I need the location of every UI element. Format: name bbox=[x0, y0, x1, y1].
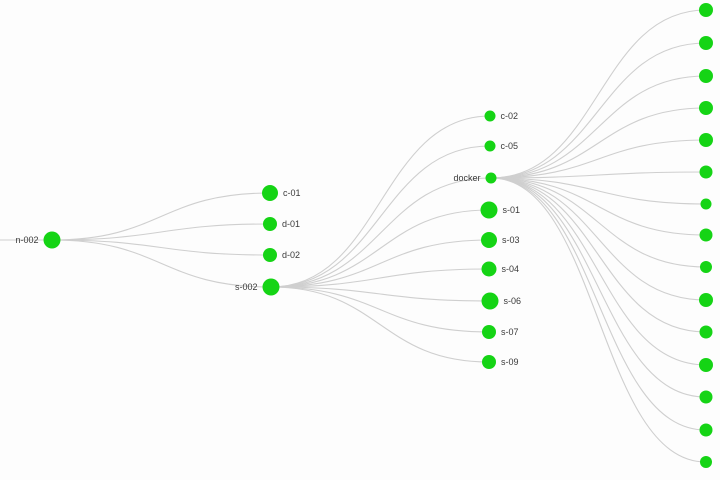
graph-node-label: docker bbox=[453, 173, 480, 183]
graph-edge bbox=[490, 177, 707, 431]
graph-edge bbox=[270, 239, 490, 288]
graph-node[interactable] bbox=[699, 423, 713, 437]
graph-node-label: c-02 bbox=[501, 111, 519, 121]
graph-edge bbox=[490, 139, 707, 179]
graph-node-label: c-05 bbox=[501, 141, 519, 151]
graph-node[interactable] bbox=[43, 231, 61, 249]
graph-node[interactable] bbox=[699, 228, 713, 242]
graph-edge bbox=[270, 286, 490, 333]
graph-edge bbox=[490, 177, 707, 463]
graph-node[interactable] bbox=[700, 261, 712, 273]
graph-node-label: s-04 bbox=[502, 264, 520, 274]
graph-node[interactable] bbox=[482, 355, 496, 369]
graph-node-label: c-01 bbox=[283, 188, 301, 198]
graph-node-label: s-002 bbox=[235, 282, 258, 292]
graph-node-label: s-07 bbox=[501, 327, 519, 337]
graph-node[interactable] bbox=[481, 292, 499, 310]
graph-edge bbox=[490, 171, 707, 179]
graph-node[interactable] bbox=[699, 325, 713, 339]
graph-edge bbox=[490, 177, 707, 236]
graph-edge bbox=[490, 177, 707, 301]
graph-edge bbox=[51, 223, 271, 241]
graph-node[interactable] bbox=[700, 456, 712, 468]
graph-node[interactable] bbox=[482, 325, 496, 339]
graph-node[interactable] bbox=[262, 185, 278, 201]
graph-node[interactable] bbox=[699, 165, 713, 179]
graph-node[interactable] bbox=[481, 261, 497, 277]
graph-node[interactable] bbox=[480, 201, 498, 219]
graph-edge bbox=[51, 192, 271, 241]
graph-node[interactable] bbox=[699, 101, 713, 115]
graph-edge bbox=[490, 177, 707, 333]
graph-node-label: d-02 bbox=[282, 250, 300, 260]
edge-layer bbox=[0, 9, 707, 463]
graph-node[interactable] bbox=[699, 69, 713, 83]
graph-edge bbox=[270, 177, 492, 288]
graph-node-label: s-09 bbox=[501, 357, 519, 367]
graph-edge bbox=[490, 42, 707, 179]
graph-node-label: s-01 bbox=[503, 205, 521, 215]
graph-node-label: s-03 bbox=[502, 235, 520, 245]
graph-node[interactable] bbox=[484, 140, 496, 152]
graph-node[interactable] bbox=[484, 110, 496, 122]
graph-edge bbox=[490, 9, 707, 179]
graph-edge bbox=[490, 177, 707, 366]
graph-node[interactable] bbox=[699, 358, 713, 372]
graph-node-label: s-06 bbox=[504, 296, 522, 306]
graph-edge bbox=[490, 177, 707, 268]
graph-edge bbox=[490, 177, 707, 398]
graph-node[interactable] bbox=[699, 293, 713, 307]
graph-edge bbox=[490, 75, 707, 179]
graph-node-label: d-01 bbox=[282, 219, 300, 229]
node-layer: n-002 c-01 d-01 d-02 s-002 c-02 c-05 docker s-01… bbox=[15, 3, 713, 468]
graph-node[interactable] bbox=[485, 172, 497, 184]
graph-edge bbox=[51, 239, 272, 288]
graph-edge bbox=[270, 145, 491, 288]
graph-node[interactable] bbox=[262, 278, 280, 296]
graph-edge bbox=[490, 177, 707, 205]
graph-edge bbox=[51, 239, 271, 256]
graph-node[interactable] bbox=[263, 217, 277, 231]
graph-edge bbox=[270, 115, 491, 288]
graph-node-label: n-002 bbox=[15, 235, 38, 245]
graph-node[interactable] bbox=[699, 390, 713, 404]
graph-node[interactable] bbox=[263, 248, 277, 262]
graph-node[interactable] bbox=[700, 198, 712, 210]
graph-edge bbox=[270, 268, 490, 288]
graph-node[interactable] bbox=[699, 3, 713, 17]
graph-edge bbox=[490, 107, 707, 179]
graph-edge bbox=[270, 286, 491, 302]
graph-node[interactable] bbox=[699, 133, 713, 147]
graph-edge bbox=[270, 286, 490, 363]
graph-node[interactable] bbox=[481, 232, 497, 248]
graph-edge bbox=[270, 209, 490, 288]
graph-node[interactable] bbox=[699, 36, 713, 50]
